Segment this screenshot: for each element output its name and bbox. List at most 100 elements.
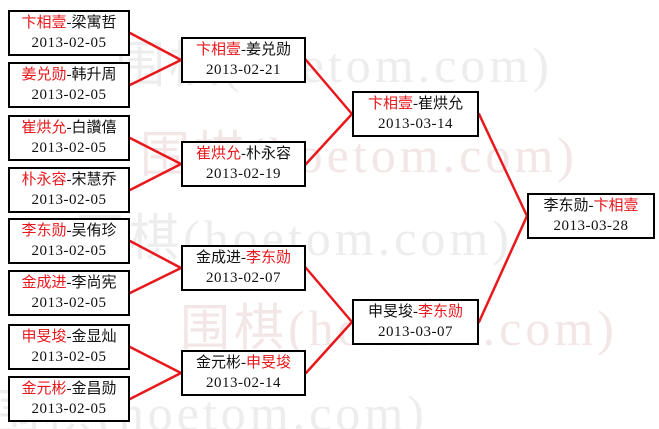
player2-name: 金显灿 <box>71 329 117 345</box>
connector-line <box>304 320 354 375</box>
match-box-round-1-7: 申旻埈-金显灿 2013-02-05 <box>8 324 130 370</box>
player2-name: 李尚宪 <box>71 275 117 291</box>
player2-name: 金昌勋 <box>71 381 117 397</box>
player1-name: 李东勋 <box>543 198 589 214</box>
player1-name: 金元彬 <box>195 355 241 371</box>
match-date: 2013-02-19 <box>206 166 281 182</box>
connector-line <box>304 266 354 324</box>
vs-separator: - <box>588 198 594 214</box>
match-date: 2013-02-21 <box>206 62 281 78</box>
match-box-round-1-5: 李东勋-吴侑珍 2013-02-05 <box>8 218 130 264</box>
match-players: 卞相壹-崔烘允 <box>354 94 477 114</box>
match-players: 申旻埈-金显灿 <box>10 327 128 347</box>
match-players: 李东勋-卞相壹 <box>529 196 653 216</box>
vs-separator: - <box>241 355 246 371</box>
match-date: 2013-03-14 <box>378 116 453 132</box>
vs-separator: - <box>241 250 246 266</box>
match-date: 2013-02-05 <box>31 87 107 103</box>
vs-separator: - <box>66 381 72 397</box>
player2-name: 李东勋 <box>246 250 292 266</box>
vs-separator: - <box>413 304 418 320</box>
player2-name: 李东勋 <box>418 304 464 320</box>
match-players: 姜兑勋-韩升周 <box>10 65 128 85</box>
connector-line <box>128 31 183 62</box>
match-date: 2013-02-05 <box>31 243 107 259</box>
match-box-round-1-8: 金元彬-金昌勋 2013-02-05 <box>8 376 130 422</box>
player1-name: 申旻埈 <box>21 329 67 345</box>
connector-line <box>128 58 183 87</box>
match-box-round-1-1: 卞相壹-梁寓哲 2013-02-05 <box>8 10 130 56</box>
connector-line <box>477 214 529 324</box>
match-box-round-2-3: 金成进-李东勋 2013-02-07 <box>181 245 306 291</box>
match-players: 金元彬-金昌勋 <box>10 379 128 399</box>
vs-separator: - <box>241 146 246 162</box>
player1-name: 金元彬 <box>21 381 67 397</box>
player1-name: 崔烘允 <box>21 120 67 136</box>
match-date: 2013-02-05 <box>31 349 107 365</box>
vs-separator: - <box>241 42 246 58</box>
connector-line <box>304 112 354 166</box>
vs-separator: - <box>66 275 72 291</box>
connector-line <box>128 371 183 401</box>
match-players: 崔烘允-白讚僖 <box>10 118 128 138</box>
player2-name: 姜兑勋 <box>246 42 292 58</box>
match-players: 申旻埈-李东勋 <box>354 302 477 322</box>
match-players: 朴永容-宋慧乔 <box>10 170 128 190</box>
connector-line <box>128 266 183 295</box>
vs-separator: - <box>66 329 72 345</box>
match-players: 金成进-李东勋 <box>183 248 304 268</box>
match-date: 2013-02-14 <box>206 375 281 391</box>
match-box-semifinal-2: 申旻埈-李东勋 2013-03-07 <box>352 299 479 345</box>
player2-name: 白讚僖 <box>71 120 117 136</box>
player1-name: 卞相壹 <box>367 96 413 112</box>
match-players: 崔烘允-朴永容 <box>183 144 304 164</box>
match-box-round-2-4: 金元彬-申旻埈 2013-02-14 <box>181 350 306 396</box>
match-date: 2013-03-28 <box>553 218 629 234</box>
player1-name: 申旻埈 <box>367 304 413 320</box>
vs-separator: - <box>66 15 72 31</box>
player1-name: 崔烘允 <box>195 146 241 162</box>
match-box-round-2-1: 卞相壹-姜兑勋 2013-02-21 <box>181 37 306 83</box>
match-players: 李东勋-吴侑珍 <box>10 221 128 241</box>
player2-name: 崔烘允 <box>418 96 464 112</box>
player1-name: 金成进 <box>21 275 67 291</box>
player2-name: 朴永容 <box>246 146 292 162</box>
match-date: 2013-03-07 <box>378 324 453 340</box>
connector-line <box>128 162 183 192</box>
player1-name: 朴永容 <box>21 172 67 188</box>
vs-separator: - <box>66 223 72 239</box>
match-date: 2013-02-07 <box>206 270 281 286</box>
player2-name: 韩升周 <box>71 67 117 83</box>
player2-name: 吴侑珍 <box>71 223 117 239</box>
match-date: 2013-02-05 <box>31 295 107 311</box>
connector-line <box>128 239 183 270</box>
player1-name: 卞相壹 <box>195 42 241 58</box>
match-date: 2013-02-05 <box>31 35 107 51</box>
player1-name: 金成进 <box>195 250 241 266</box>
vs-separator: - <box>66 67 72 83</box>
player1-name: 李东勋 <box>21 223 67 239</box>
connector-line <box>477 112 529 218</box>
match-date: 2013-02-05 <box>31 192 107 208</box>
player1-name: 卞相壹 <box>21 15 67 31</box>
match-box-round-1-6: 金成进-李尚宪 2013-02-05 <box>8 270 130 316</box>
match-players: 卞相壹-姜兑勋 <box>183 40 304 60</box>
vs-separator: - <box>66 120 72 136</box>
player2-name: 梁寓哲 <box>71 15 117 31</box>
match-players: 金元彬-申旻埈 <box>183 353 304 373</box>
match-box-round-1-2: 姜兑勋-韩升周 2013-02-05 <box>8 62 130 108</box>
match-box-semifinal-1: 卞相壹-崔烘允 2013-03-14 <box>352 91 479 137</box>
vs-separator: - <box>66 172 72 188</box>
match-box-round-1-4: 朴永容-宋慧乔 2013-02-05 <box>8 167 130 213</box>
player2-name: 卞相壹 <box>593 198 639 214</box>
vs-separator: - <box>413 96 418 112</box>
connector-line <box>128 345 183 375</box>
player2-name: 宋慧乔 <box>71 172 117 188</box>
player2-name: 申旻埈 <box>246 355 292 371</box>
match-players: 卞相壹-梁寓哲 <box>10 13 128 33</box>
match-date: 2013-02-05 <box>31 401 107 417</box>
connector-line <box>304 58 354 116</box>
player1-name: 姜兑勋 <box>21 67 67 83</box>
